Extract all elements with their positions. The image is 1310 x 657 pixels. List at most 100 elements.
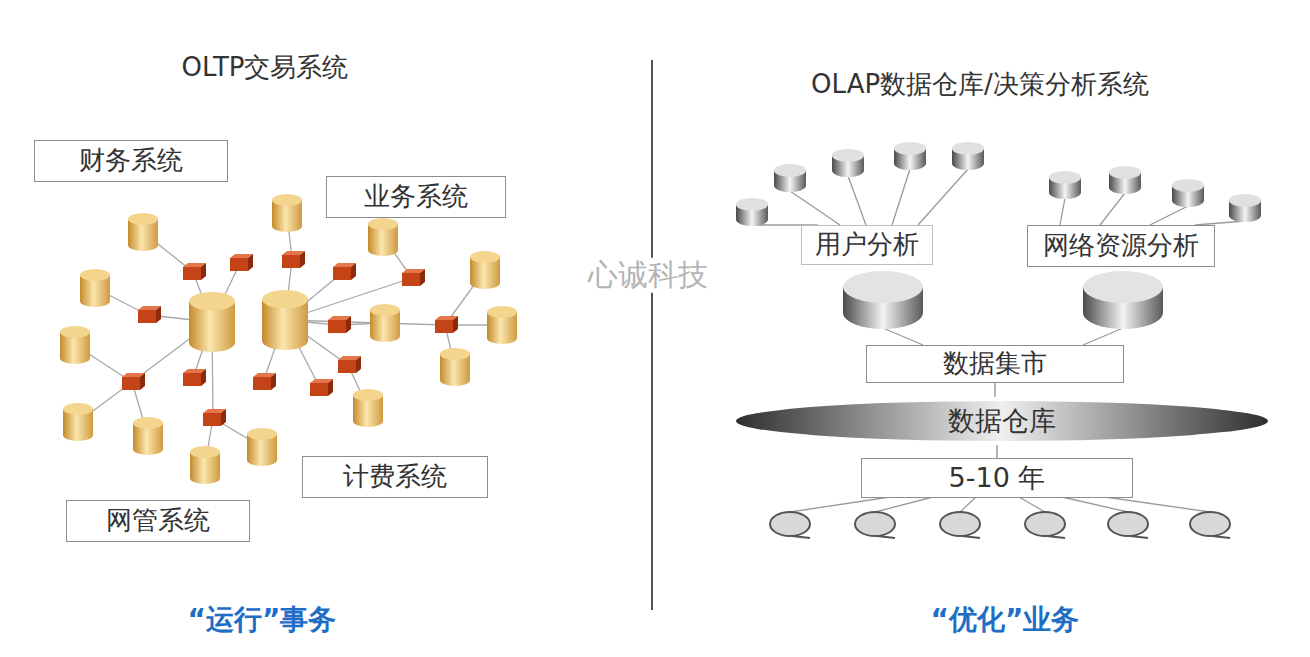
cube-side	[328, 379, 333, 396]
source-disk	[1190, 512, 1230, 538]
mart-database-top	[843, 271, 923, 303]
box-label: 数据集市	[943, 349, 1047, 379]
system-box: 网管系统	[66, 500, 250, 542]
server-cube	[333, 263, 356, 280]
disk-tail	[962, 536, 980, 538]
database-cylinder	[353, 389, 383, 427]
wire	[1019, 497, 1045, 512]
database-cylinder-top	[487, 306, 517, 318]
cube-side	[221, 409, 226, 426]
cube-front	[402, 273, 420, 286]
cube-front	[310, 383, 328, 396]
database-cylinder-top	[470, 251, 500, 263]
cube-database	[832, 149, 864, 177]
band-fill	[736, 401, 1268, 441]
disk-tail	[1130, 536, 1148, 538]
database-cylinder-top	[133, 417, 163, 429]
server-cube	[328, 316, 351, 333]
wire	[960, 497, 976, 512]
server-cube	[122, 373, 145, 390]
wire	[848, 176, 866, 225]
cube-front	[338, 360, 356, 373]
cube-database	[952, 142, 984, 170]
server-cube	[253, 373, 276, 390]
wire	[285, 320, 445, 325]
source-disk	[770, 512, 810, 538]
connector-line	[996, 445, 998, 458]
database-cylinder-top	[60, 326, 90, 338]
cube-side	[346, 316, 351, 333]
source-disk	[1025, 512, 1065, 538]
system-box: 用户分析	[801, 225, 933, 265]
warehouse-band: 数据仓库	[736, 397, 1268, 445]
wire	[790, 191, 840, 225]
cube-database	[1172, 179, 1204, 207]
database-cylinder-top	[63, 403, 93, 415]
cube-front	[203, 413, 221, 426]
wire-group	[752, 169, 1245, 512]
connector-line	[994, 383, 996, 397]
database-cylinder	[133, 417, 163, 455]
cube-side	[356, 356, 361, 373]
database-cylinder-top	[247, 428, 277, 440]
cube-side	[201, 263, 206, 280]
cube-front	[282, 255, 300, 268]
database-cylinder	[440, 348, 470, 386]
system-box: 计费系统	[302, 456, 488, 498]
cube-side	[201, 369, 206, 386]
wire	[790, 497, 890, 512]
wire	[1060, 198, 1065, 225]
cube-database-top	[1172, 179, 1204, 192]
database-cylinder-top	[272, 194, 302, 206]
database-cylinder	[368, 218, 398, 256]
wire	[1150, 206, 1188, 225]
box-label: 计费系统	[343, 462, 447, 492]
database-cylinder	[128, 213, 158, 251]
section-title: OLAP数据仓库/决策分析系统	[811, 70, 1149, 100]
system-box: 网络资源分析	[1027, 225, 1215, 267]
database-cylinder-top	[440, 348, 470, 360]
cube-side	[300, 251, 305, 268]
system-box: 财务系统	[34, 140, 228, 182]
wire	[1100, 193, 1125, 225]
mart-database	[1083, 271, 1163, 329]
cube-database-top	[774, 164, 806, 177]
cube-side	[156, 306, 161, 323]
server-cube	[338, 356, 361, 373]
mart-database-top	[1083, 271, 1163, 303]
server-cube	[138, 306, 161, 323]
cube-front	[230, 258, 248, 271]
database-cylinder	[487, 306, 517, 344]
wire	[883, 328, 923, 345]
disk-shape	[1108, 512, 1148, 536]
box-label: 财务系统	[79, 146, 183, 176]
wire	[875, 497, 933, 512]
disk-tail	[1212, 536, 1230, 538]
wire	[918, 169, 968, 225]
server-cube	[183, 263, 206, 280]
box-label: 网络资源分析	[1043, 231, 1199, 261]
source-disk	[940, 512, 980, 538]
box-label: 数据仓库	[948, 405, 1056, 436]
database-cylinder	[247, 428, 277, 466]
database-cylinder-top	[370, 304, 400, 316]
section-caption: “运行”事务	[188, 604, 337, 636]
database-cylinder	[189, 292, 235, 352]
cube-database	[774, 164, 806, 192]
server-cube	[203, 409, 226, 426]
cube-database-top	[1049, 171, 1081, 184]
database-cylinder-top	[190, 446, 220, 458]
mart-database	[843, 271, 923, 329]
cube-front	[183, 267, 201, 280]
disk-tail	[877, 536, 895, 538]
cube-database-top	[894, 142, 926, 155]
section-title: OLTP交易系统	[182, 53, 349, 83]
system-box: 业务系统	[326, 176, 506, 218]
wire	[892, 169, 910, 225]
disk-tail	[1047, 536, 1065, 538]
database-cylinder-top	[368, 218, 398, 230]
cube-front	[138, 310, 156, 323]
database-cylinder-top	[189, 292, 235, 310]
cube-database	[736, 198, 768, 226]
database-cylinder	[370, 304, 400, 342]
